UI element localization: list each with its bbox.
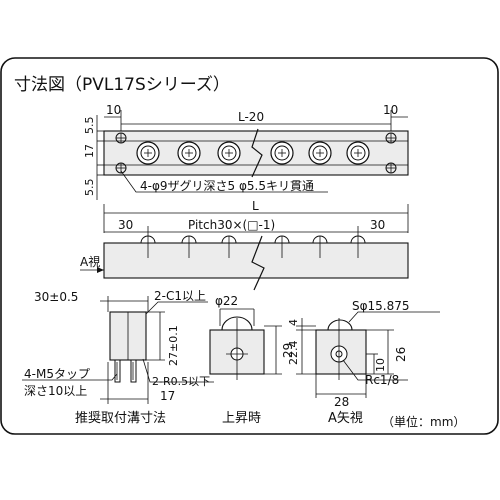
dim-top-left-10: 10 bbox=[106, 103, 121, 117]
a-arrow-view: Sφ15.875 4 22.4 26 10 Rc1/8 28 A矢視 （単位：m… bbox=[287, 299, 465, 429]
drawing-title: 寸法図（PVL17Sシリーズ） bbox=[14, 75, 230, 95]
ball-unit bbox=[217, 141, 241, 165]
dim-front-30-left: 30 bbox=[118, 218, 133, 232]
front-view: L 30 Pitch30×(□-1) 30 A視 bbox=[80, 199, 409, 291]
dim-groove-30: 30±0.5 bbox=[34, 290, 78, 304]
dim-front-l: L bbox=[252, 199, 259, 213]
note-groove-depth: 深さ10以上 bbox=[24, 384, 87, 398]
ball-unit bbox=[346, 141, 370, 165]
ball-unit bbox=[308, 141, 332, 165]
groove-view: 30±0.5 2-C1以上 27±0.1 4-M5タップ 深さ10以上 17 2… bbox=[22, 289, 214, 426]
front-view-body bbox=[103, 242, 409, 279]
note-groove-r05: 2-R0.5以下 bbox=[152, 375, 210, 388]
dim-groove-17: 17 bbox=[160, 389, 175, 403]
dim-top-55-upper: 5.5 bbox=[83, 117, 96, 135]
break-mark-front bbox=[251, 235, 265, 291]
dim-top-55-lower: 5.5 bbox=[83, 179, 96, 197]
dim-a-10: 10 bbox=[374, 358, 387, 372]
note-groove-m5: 4-M5タップ bbox=[24, 367, 90, 381]
dim-top-l20: L-20 bbox=[238, 110, 264, 124]
ball-unit bbox=[177, 141, 201, 165]
note-groove-c1: 2-C1以上 bbox=[154, 289, 206, 303]
dim-groove-27: 27±0.1 bbox=[167, 325, 180, 366]
caption-rise: 上昇時 bbox=[222, 411, 261, 426]
caption-a-view: A矢視 bbox=[328, 411, 363, 426]
note-hole-spec: 4-φ9ザグリ深さ5 φ5.5キリ貫通 bbox=[140, 179, 314, 193]
top-view: 10 10 L-20 5.5 17 5.5 bbox=[83, 103, 409, 200]
dim-a-4: 4 bbox=[287, 319, 300, 326]
dim-front-30-right: 30 bbox=[370, 218, 385, 232]
dim-top-right-10: 10 bbox=[383, 103, 398, 117]
unit-label: （単位：mm） bbox=[382, 414, 465, 429]
dim-a-224: 22.4 bbox=[287, 341, 300, 366]
ball-unit bbox=[270, 141, 294, 165]
ball-unit bbox=[136, 141, 160, 165]
dim-a-sphi: Sφ15.875 bbox=[352, 299, 410, 313]
dim-front-pitch: Pitch30×(□-1) bbox=[188, 218, 275, 232]
dim-rise-29: 29 bbox=[281, 343, 295, 358]
note-a-rc: Rc1/8 bbox=[365, 373, 399, 387]
dim-a-28: 28 bbox=[334, 395, 349, 409]
caption-groove: 推奨取付溝寸法 bbox=[75, 411, 166, 426]
dim-rise-phi22: φ22 bbox=[215, 294, 238, 308]
label-a-view: A視 bbox=[80, 254, 100, 269]
dim-a-26: 26 bbox=[394, 347, 408, 362]
dim-top-17: 17 bbox=[83, 144, 96, 158]
rise-view: φ22 29 上昇時 bbox=[209, 294, 295, 426]
break-mark-top bbox=[251, 128, 263, 178]
